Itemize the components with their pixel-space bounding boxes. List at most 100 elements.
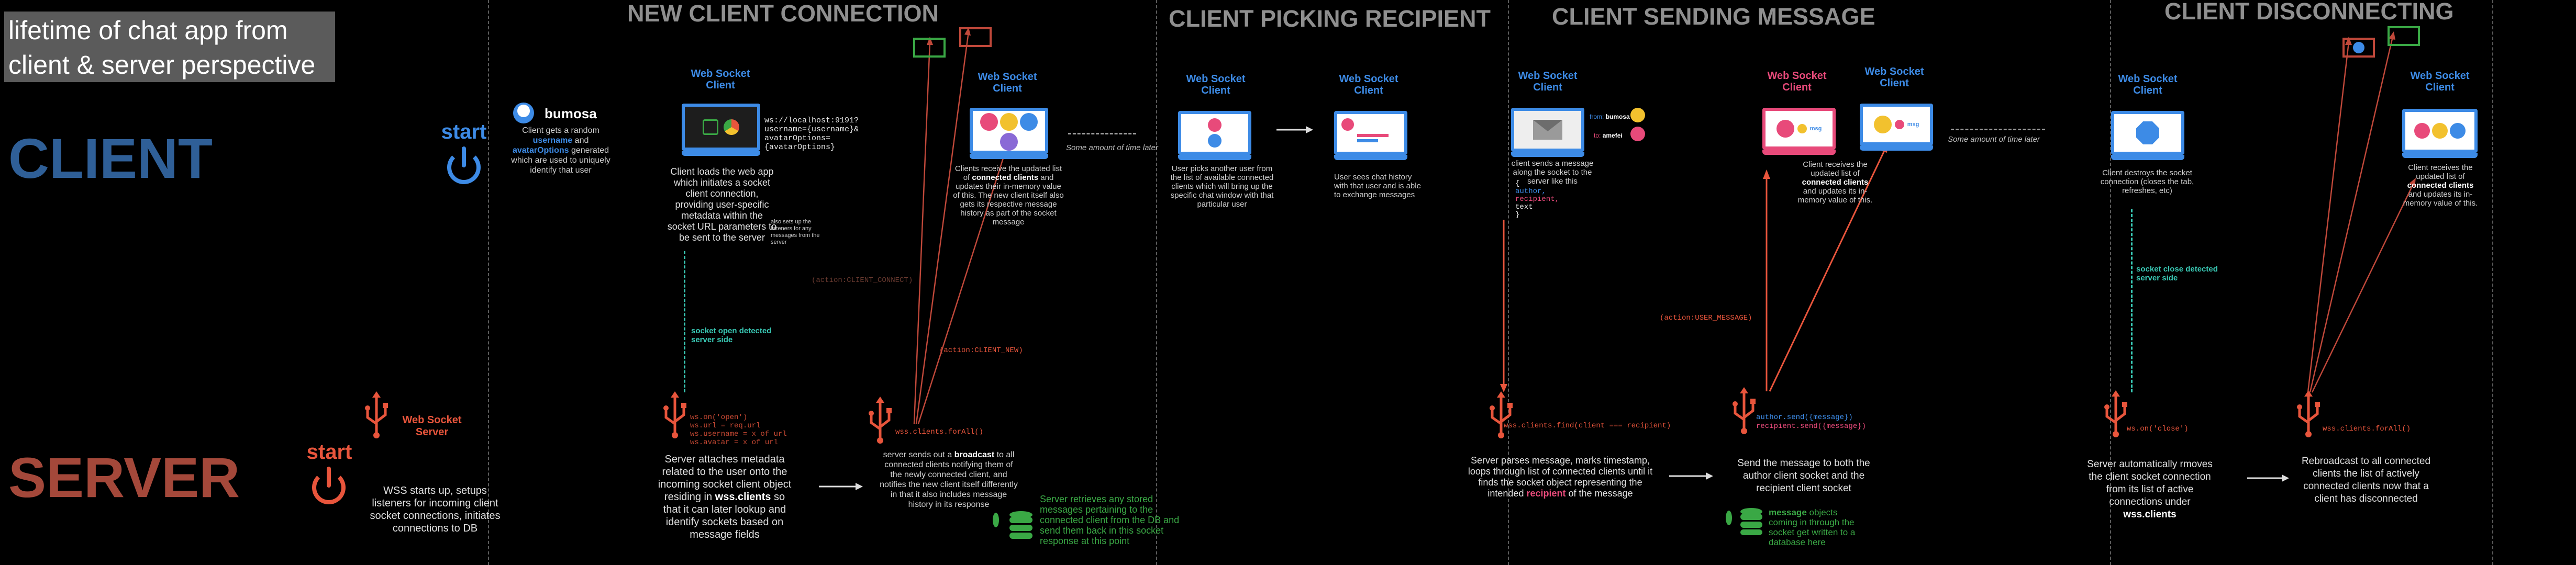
send-code-server: author.send({message}) recipient.send({m… bbox=[1756, 413, 1867, 431]
client-laptop-author: msg bbox=[1762, 108, 1836, 155]
broadcast-arrows bbox=[913, 27, 1007, 424]
action-client-connect: (action:CLIENT_CONNECT) bbox=[812, 276, 913, 285]
divider-1 bbox=[488, 0, 489, 565]
socket-close-label: socket close detected server side bbox=[2136, 265, 2218, 282]
server-usb-icon-5 bbox=[1733, 387, 1756, 434]
user-avatar-icon bbox=[1341, 118, 1354, 131]
diagram-title: lifetime of chat app from client & serve… bbox=[4, 12, 335, 82]
client-laptop-1 bbox=[682, 104, 760, 156]
time-gap-line-2 bbox=[1951, 129, 2045, 130]
user-avatar-icon bbox=[1873, 116, 1892, 133]
server-usb-icon-2 bbox=[663, 391, 686, 438]
section-sending: CLIENT SENDING MESSAGE bbox=[1552, 3, 1875, 30]
user-avatar-icon bbox=[2414, 123, 2430, 139]
clients-receive-desc: Clients receive the updated list of conn… bbox=[953, 164, 1064, 227]
section-new-client: NEW CLIENT CONNECTION bbox=[627, 0, 939, 27]
envelope-icon bbox=[1533, 120, 1562, 140]
destroy-desc: Client destroys the socket connection (c… bbox=[2100, 168, 2194, 195]
db-note: Server retrieves any stored messages per… bbox=[1040, 494, 1180, 546]
arrow-to-rebroadcast bbox=[2247, 474, 2289, 482]
client-username: bumosa bbox=[545, 106, 597, 121]
database-icon bbox=[1009, 511, 1032, 539]
server-power-icon bbox=[308, 466, 350, 507]
ws-url-code: ws://localhost:9191? username={username}… bbox=[764, 116, 859, 152]
picking-desc-2: User sees chat history with that user an… bbox=[1334, 173, 1421, 199]
time-gap-line-1 bbox=[1068, 133, 1136, 134]
server-usb-icon-4 bbox=[1490, 391, 1513, 438]
socket-open-arrow bbox=[684, 251, 685, 392]
client-laptop-2 bbox=[970, 108, 1048, 159]
user-avatar-icon bbox=[1000, 113, 1018, 131]
title-line-1: lifetime of chat app from bbox=[8, 16, 288, 45]
user-avatar-icon bbox=[1020, 113, 1038, 131]
client-lane-label: CLIENT bbox=[8, 127, 213, 190]
user-avatar-icon bbox=[1000, 133, 1018, 151]
forall-code-1: wss.clients.forAll() bbox=[895, 428, 984, 436]
user-avatar-icon bbox=[2432, 123, 2448, 139]
time-later-2: Some amount of time later bbox=[1948, 135, 2040, 144]
on-close-code: ws.on('close') bbox=[2127, 425, 2189, 433]
action-client-new: (action:CLIENT_NEW) bbox=[939, 346, 1023, 355]
from-avatar-icon bbox=[1630, 108, 1645, 122]
client-laptop-3 bbox=[1178, 111, 1251, 160]
send-both-desc: Send the message to both the author clie… bbox=[1737, 458, 1870, 494]
socket-close-arrow bbox=[2131, 209, 2133, 392]
to-row: to: amefei bbox=[1594, 132, 1623, 139]
server-start-label: start bbox=[306, 440, 352, 464]
remove-desc: Server automatically rmoves the client s… bbox=[2087, 459, 2213, 520]
server-start-desc: WSS starts up, setups listeners for inco… bbox=[370, 485, 501, 534]
mini-laptop-green-2 bbox=[2388, 26, 2420, 46]
server-attach-code: ws.on('open') ws.url = req.url ws.userna… bbox=[690, 413, 787, 447]
terminal-icon bbox=[703, 119, 718, 135]
to-avatar-icon bbox=[1630, 127, 1645, 141]
rebroadcast-desc: Rebroadcast to all connected clients the… bbox=[2301, 456, 2431, 504]
divider-2 bbox=[1156, 0, 1157, 565]
server-usb-icon-3 bbox=[869, 397, 892, 444]
time-later-1: Some amount of time later bbox=[1066, 143, 1158, 152]
forall-code-2: wss.clients.forAll() bbox=[2323, 425, 2411, 433]
send-desc: client sends a message along the socket … bbox=[1511, 159, 1594, 186]
user-avatar-icon bbox=[2450, 123, 2466, 139]
divider-4 bbox=[2110, 0, 2111, 565]
from-row: from: bumosa bbox=[1590, 113, 1630, 120]
section-picking: CLIENT PICKING RECIPIENT bbox=[1169, 5, 1491, 32]
user-avatar-icon bbox=[980, 113, 998, 131]
user-avatar-icon bbox=[1894, 120, 1904, 129]
browser-icon bbox=[724, 119, 739, 135]
server-usb-icon-6 bbox=[2104, 390, 2127, 437]
db-leaf-icon-2 bbox=[1726, 511, 1732, 525]
client-laptop-7 bbox=[2402, 109, 2478, 158]
client-start-desc: Client gets a random username and avatar… bbox=[511, 126, 610, 175]
recv-desc-disconnect: Client receives the updated list of conn… bbox=[2403, 163, 2478, 208]
client-avatar-icon bbox=[513, 103, 534, 123]
client-power-icon bbox=[443, 145, 485, 187]
divider-3 bbox=[1508, 0, 1509, 565]
server-usb-icon bbox=[365, 391, 388, 438]
user-avatar-icon bbox=[1797, 124, 1807, 133]
mini-laptop-red-2 bbox=[2342, 38, 2375, 58]
arrow-to-broadcast bbox=[819, 483, 863, 490]
rebroadcast-arrows bbox=[2307, 31, 2416, 393]
user-avatar-icon bbox=[1776, 120, 1794, 138]
db-leaf-icon bbox=[993, 513, 999, 527]
server-usb-icon-7 bbox=[2297, 390, 2320, 437]
parse-desc: Server parses message, marks timestamp, … bbox=[1468, 455, 1653, 499]
mini-laptop-green bbox=[913, 38, 946, 58]
listeners-note: also sets up the listeners for any messa… bbox=[771, 219, 820, 245]
user-avatar-icon bbox=[1208, 134, 1222, 148]
server-attach-desc: Server attaches metadata related to the … bbox=[658, 454, 792, 540]
client-laptop-recipient: msg bbox=[1860, 104, 1933, 151]
user-avatar-icon bbox=[1208, 118, 1222, 132]
client-laptop-4 bbox=[1334, 111, 1407, 160]
client-start-label: start bbox=[441, 120, 487, 143]
arrow-to-send bbox=[1669, 472, 1713, 480]
